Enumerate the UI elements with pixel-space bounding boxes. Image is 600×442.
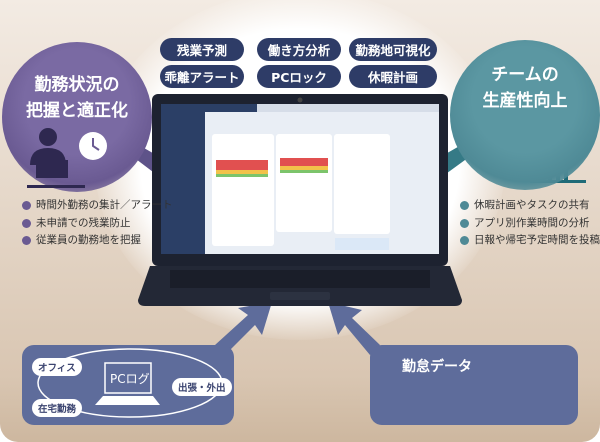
bullet-item: 未申請での残業防止 bbox=[22, 215, 173, 233]
right-title-line1: チームの bbox=[491, 65, 559, 85]
worker-icon bbox=[27, 128, 85, 188]
bullet-item: 休暇計画やタスクの共有 bbox=[460, 197, 600, 215]
laptop-icon bbox=[95, 362, 160, 405]
home-work-label: 在宅勤務 bbox=[32, 399, 83, 417]
bullet-item: 時間外勤務の集計／アラート bbox=[22, 197, 173, 215]
arrow-from-attendance bbox=[328, 302, 380, 355]
attendance-data-title: 勤怠データ bbox=[402, 359, 472, 375]
bullet-item: アプリ別作業時間の分析 bbox=[460, 215, 600, 233]
right-bullets: 休暇計画やタスクの共有 アプリ別作業時間の分析 日報や帰宅予定時間を投稿 bbox=[460, 197, 600, 250]
arrow-from-pclog bbox=[215, 302, 272, 355]
tag-workstyle-analysis: 働き方分析 bbox=[257, 38, 341, 61]
attendance-data-box bbox=[370, 345, 578, 425]
left-circle: 勤務状況の 把握と適正化 bbox=[2, 42, 152, 192]
bullet-item: 日報や帰宅予定時間を投稿 bbox=[460, 232, 600, 250]
tag-divergence-alert: 乖離アラート bbox=[160, 65, 244, 88]
tag-pc-lock: PCロック bbox=[257, 65, 341, 88]
left-bullets: 時間外勤務の集計／アラート 未申請での残業防止 従業員の勤務地を把握 bbox=[22, 197, 173, 250]
right-title-line2: 生産性向上 bbox=[482, 91, 568, 111]
clock-icon bbox=[79, 132, 107, 160]
business-trip-label: 出張・外出 bbox=[172, 378, 232, 396]
bullet-item: 従業員の勤務地を把握 bbox=[22, 232, 173, 250]
tag-vacation-plan: 休暇計画 bbox=[349, 65, 437, 88]
tag-location-visualization: 勤務地可視化 bbox=[349, 38, 437, 61]
office-label: オフィス bbox=[32, 358, 82, 376]
left-title-line2: 把握と適正化 bbox=[26, 101, 128, 121]
tag-overtime-forecast: 残業予測 bbox=[160, 38, 244, 61]
left-title-line1: 勤務状況の bbox=[34, 75, 120, 95]
right-circle: チームの 生産性向上 bbox=[450, 40, 600, 190]
pc-log-label: PCログ bbox=[110, 372, 150, 386]
